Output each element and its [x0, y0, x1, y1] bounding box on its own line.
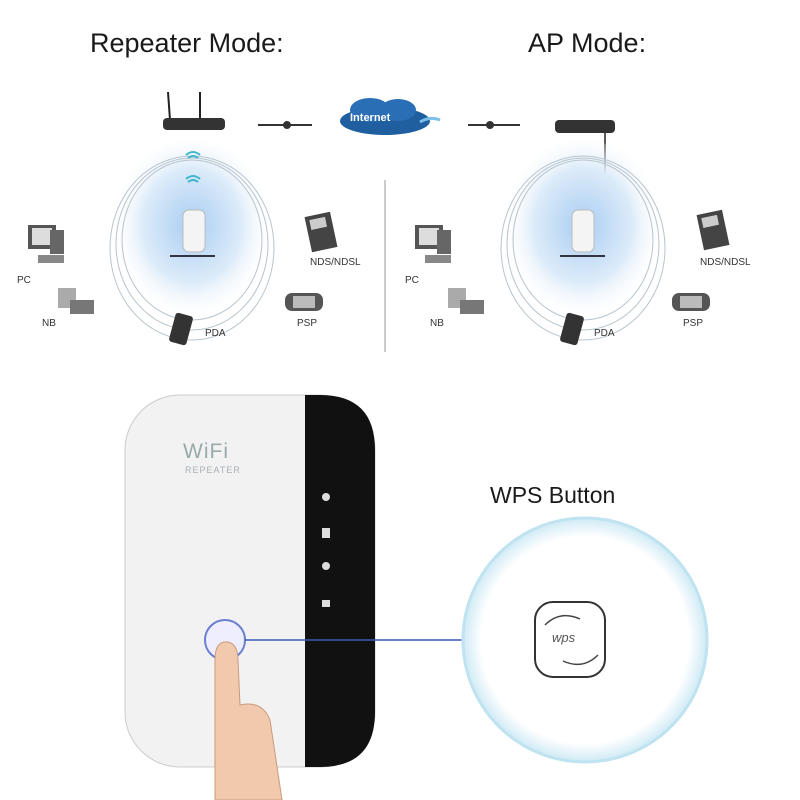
internet-cloud-icon — [340, 98, 441, 135]
device-label-pda: PDA — [205, 328, 226, 339]
nds-icon — [304, 211, 338, 253]
wps-callout-circle — [461, 516, 709, 764]
nds-icon — [696, 209, 730, 251]
device-label-nb: NB — [430, 318, 444, 329]
refresh-arrow-icon — [544, 614, 581, 626]
router-icon — [163, 91, 225, 130]
psp-icon — [285, 293, 323, 311]
psp-icon — [672, 293, 710, 311]
repeater-mode-title: Repeater Mode: — [90, 28, 284, 58]
device-label-pda: PDA — [594, 328, 615, 339]
connection-line — [468, 121, 520, 129]
wifi-signal-icon — [185, 151, 201, 183]
device-label-psp: PSP — [297, 318, 318, 329]
pda-icon — [169, 312, 193, 346]
brand-subtitle: REPEATER — [185, 465, 241, 475]
pda-icon — [560, 312, 584, 346]
ap-mode-diagram — [415, 120, 730, 346]
internet-label: Internet — [350, 112, 391, 124]
connection-line — [258, 121, 312, 129]
device-label-nb: NB — [42, 318, 56, 329]
wps-button-callout-label: WPS Button — [490, 482, 616, 508]
ap-mode-title: AP Mode: — [528, 28, 647, 58]
device-label-nds: NDS/NDSL — [310, 257, 361, 268]
laptop-icon — [58, 288, 94, 314]
brand-logo: WiFi — [183, 440, 229, 463]
repeater-device — [124, 394, 470, 800]
device-label-pc: PC — [405, 275, 419, 286]
repeater-icon — [170, 209, 215, 257]
status-led-icons — [322, 493, 330, 607]
pc-icon — [28, 225, 64, 263]
wps-key-label: wps — [552, 630, 576, 645]
device-label-nds: NDS/NDSL — [700, 257, 751, 268]
finger — [214, 641, 283, 800]
repeater-icon — [560, 209, 605, 257]
refresh-arrow-icon — [562, 654, 599, 666]
repeater-mode-diagram — [28, 91, 338, 346]
device-label-pc: PC — [17, 275, 31, 286]
laptop-icon — [448, 288, 484, 314]
router-icon — [555, 120, 615, 133]
device-label-psp: PSP — [683, 318, 704, 329]
pc-icon — [415, 225, 451, 263]
